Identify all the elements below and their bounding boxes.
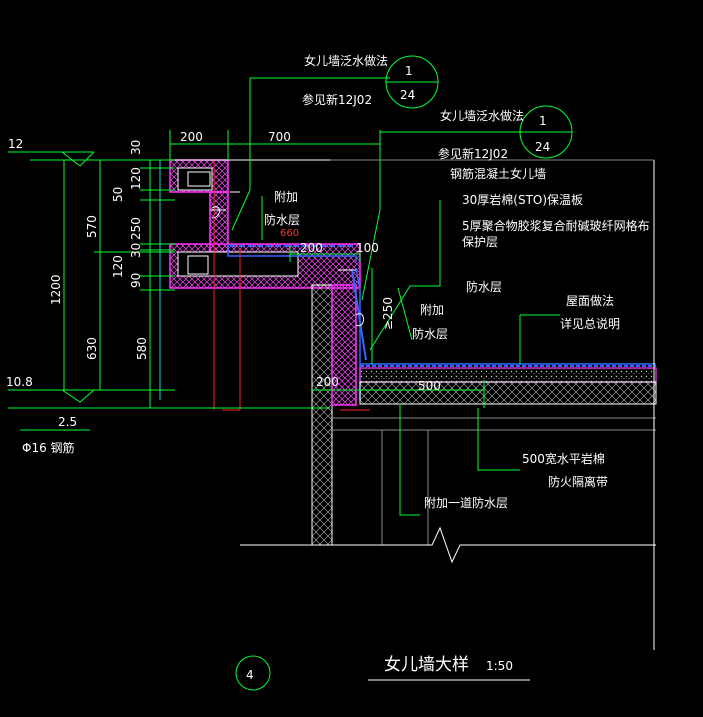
elevation-top: 12	[8, 137, 23, 151]
note-extra-wp-bottom: 附加一道防水层	[424, 495, 508, 510]
dim-vert-250: 250	[129, 217, 143, 240]
note-extra-wp-mid-1: 附加	[420, 303, 444, 317]
dim-vert-50: 50	[111, 187, 125, 202]
dim-vert-90: 90	[129, 273, 143, 288]
dim-vert-570: 570	[85, 215, 99, 238]
note-insulation: 30厚岩棉(STO)保温板	[462, 192, 583, 207]
dim-vert-1200: 1200	[49, 274, 63, 305]
callout-mid-ref: 参见新12J02	[438, 146, 508, 161]
note-rebar: Φ16 钢筋	[22, 440, 75, 455]
callout-top-ref: 参见新12J02	[302, 92, 372, 107]
detail-number: 4	[246, 668, 254, 682]
drawing-scale: 1:50	[486, 659, 513, 673]
callout-top-label: 女儿墙泛水做法	[304, 53, 388, 68]
note-firebreak-1: 500宽水平岩棉	[522, 451, 605, 466]
dim-vert-580: 580	[135, 337, 149, 360]
note-extra-wp-top-2: 防水层	[264, 212, 300, 227]
parapet-structure	[159, 159, 657, 650]
dim-500-bottom: 500	[418, 379, 441, 393]
note-firebreak-2: 防火隔离带	[548, 474, 608, 489]
dim-200-top: 200	[180, 130, 203, 144]
note-mesh-line1: 5厚聚合物胶浆复合耐碱玻纤网格布	[462, 218, 650, 233]
dim-200-bottom: 200	[316, 375, 339, 389]
dim-660-red: 660	[280, 228, 299, 239]
callout-mid-label: 女儿墙泛水做法	[440, 108, 524, 123]
callout-mid-index-num: 1	[539, 114, 547, 128]
note-roof-2: 详见总说明	[560, 316, 620, 331]
dim-left-25: 2.5	[58, 415, 77, 429]
dim-100-mid: 100	[356, 241, 379, 255]
dim-vert-630: 630	[85, 337, 99, 360]
note-waterproof: 防水层	[466, 279, 502, 294]
note-roof-1: 屋面做法	[566, 293, 614, 308]
drawing-text: 女儿墙泛水做法 参见新12J02 1 24 女儿墙泛水做法 参见新12J02 1…	[6, 53, 650, 682]
callout-top-index-num: 1	[405, 64, 413, 78]
dim-vert-30a: 30	[129, 140, 143, 155]
drawing-title: 女儿墙大样	[384, 655, 469, 675]
dim-vert-120b: 120	[111, 255, 125, 278]
elevation-bottom: 10.8	[6, 375, 33, 389]
dim-vert-250-min: ≥250	[381, 297, 395, 330]
callout-leaders	[231, 55, 654, 691]
note-extra-wp-top-1: 附加	[274, 190, 298, 204]
note-mesh-line2: 保护层	[462, 235, 498, 249]
dim-200-mid: 200	[300, 241, 323, 255]
dimension-lines	[8, 130, 485, 431]
callout-mid-index-page: 24	[535, 140, 550, 154]
dim-vert-120a: 120	[129, 167, 143, 190]
note-wall: 钢筋混凝土女儿墙	[450, 166, 546, 181]
dim-700-top: 700	[268, 130, 291, 144]
dim-vert-30b: 30	[129, 243, 143, 258]
callout-top-index-page: 24	[400, 88, 415, 102]
note-extra-wp-mid-2: 防水层	[412, 326, 448, 341]
